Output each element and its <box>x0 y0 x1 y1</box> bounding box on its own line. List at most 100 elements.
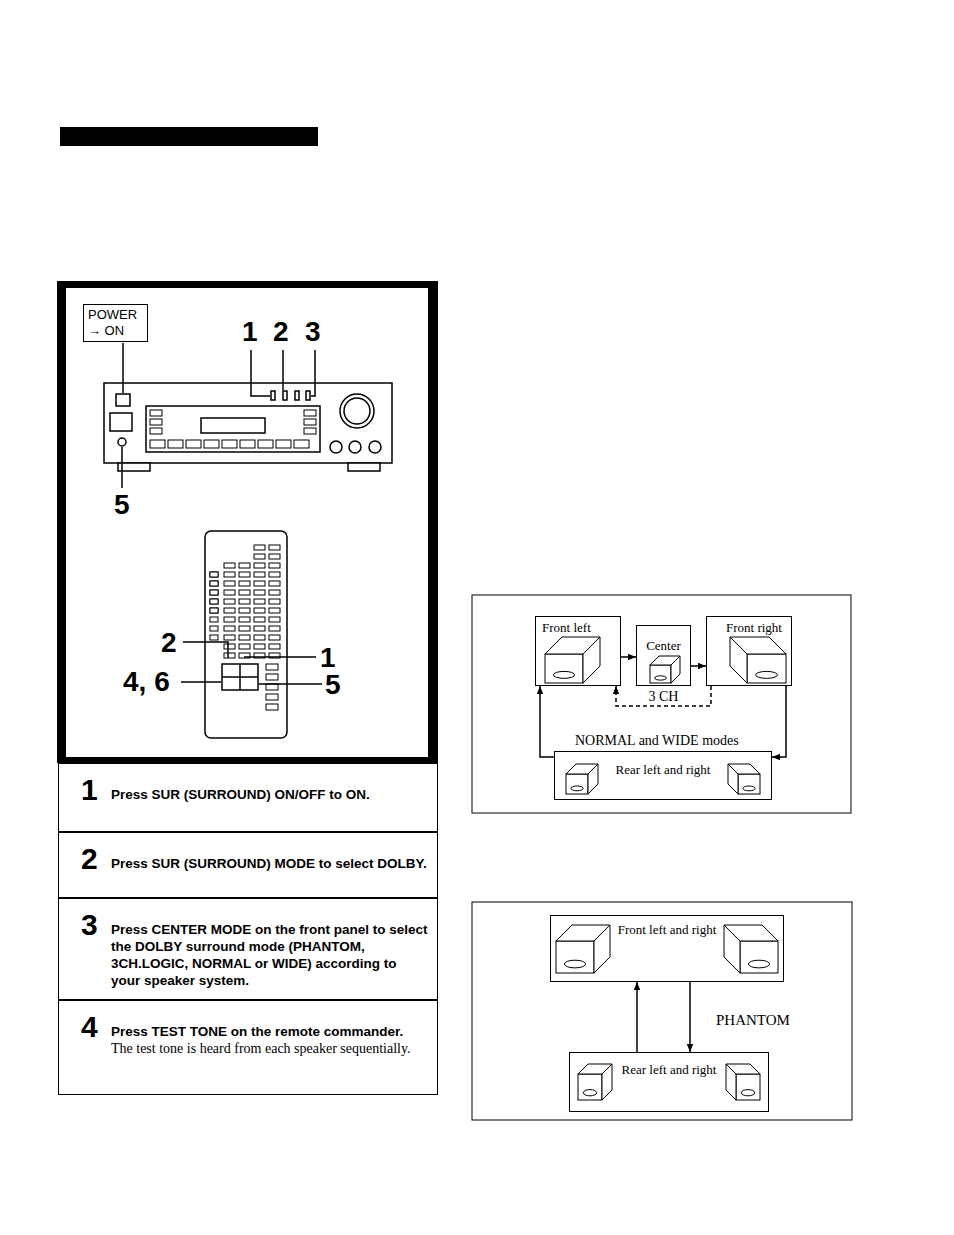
input-slot <box>110 413 132 431</box>
speaker-label: Front left and right <box>551 922 783 937</box>
leader-line <box>183 642 228 658</box>
callout-number: 3 <box>305 318 321 346</box>
remote-button <box>239 617 250 622</box>
speaker-symbol <box>650 656 680 683</box>
remote-button <box>224 599 235 604</box>
remote-button <box>254 545 265 550</box>
step-number: 4 <box>81 1012 98 1042</box>
leader-line <box>181 681 221 683</box>
callout-number: 5 <box>325 671 341 699</box>
remote-button <box>239 626 250 631</box>
remote-key-group <box>222 664 258 690</box>
panel-frame <box>57 281 438 763</box>
step-number: 2 <box>81 844 98 874</box>
remote-button <box>266 704 278 710</box>
remote-button <box>239 599 250 604</box>
title-bar <box>60 127 318 146</box>
button-callout: POWER → ON <box>83 304 148 342</box>
remote-button <box>210 590 218 595</box>
remote-button <box>254 635 265 640</box>
speaker-box: Front right <box>706 616 792 686</box>
remote-button <box>269 599 280 604</box>
remote-button <box>254 590 265 595</box>
diagram-frame <box>472 902 852 1120</box>
remote-button <box>269 608 280 613</box>
callout-number: 2 <box>161 629 177 657</box>
panel-button <box>150 410 162 416</box>
speaker-label: Front right <box>726 620 791 635</box>
signal-arrow <box>621 656 636 658</box>
signal-arrow <box>689 982 691 1052</box>
remote-button <box>239 563 250 568</box>
panel-button <box>304 428 316 434</box>
mode-button <box>271 391 275 400</box>
button-label: POWER → ON <box>88 307 143 339</box>
speaker-symbol <box>556 925 610 973</box>
speaker-icons <box>545 637 786 1100</box>
speaker-symbol <box>578 1064 612 1100</box>
remote-button <box>254 617 265 622</box>
volume-knob <box>344 398 370 424</box>
remote-button <box>254 599 265 604</box>
panel-button <box>186 440 201 448</box>
panel-button <box>222 440 237 448</box>
speaker-label: Rear left and right <box>555 762 771 777</box>
panel-button <box>150 419 162 425</box>
remote-button <box>269 626 280 631</box>
speaker-symbol <box>728 764 760 794</box>
panel-button <box>294 440 309 448</box>
remote-button <box>210 581 218 586</box>
speaker-symbol <box>545 637 600 683</box>
remote-button <box>266 664 278 670</box>
leader-line <box>259 683 322 685</box>
remote-button <box>210 581 218 586</box>
remote-button <box>224 563 235 568</box>
callout-number: 5 <box>114 491 130 519</box>
remote-button <box>254 608 265 613</box>
speaker-symbol <box>726 1064 760 1100</box>
remote-button <box>239 635 250 640</box>
remote-button <box>266 694 278 700</box>
remote-button <box>224 626 235 631</box>
remote-button <box>239 581 250 586</box>
remote-button <box>210 635 218 640</box>
panel-button <box>258 440 273 448</box>
panel-button <box>304 410 316 416</box>
speaker-label: Center <box>637 638 690 653</box>
speaker-box: Front left and right <box>550 915 784 982</box>
remote-button <box>269 635 280 640</box>
leader-line <box>244 656 316 658</box>
remote <box>205 531 287 738</box>
signal-arrow <box>772 686 786 757</box>
signal-arrow <box>616 686 711 706</box>
step-text: Press SUR (SURROUND) MODE to select DOLB… <box>111 855 429 872</box>
remote-button <box>269 563 280 568</box>
remote-button <box>224 590 235 595</box>
knob <box>330 441 342 453</box>
remote-button <box>239 608 250 613</box>
diagram-frame <box>472 595 851 813</box>
remote-button <box>254 581 265 586</box>
remote-button <box>210 599 218 604</box>
panel-button <box>240 440 255 448</box>
panel-button <box>304 419 316 425</box>
callout-number: 2 <box>273 318 289 346</box>
step-row: 1Press SUR (SURROUND) ON/OFF to ON. <box>58 763 438 832</box>
front-panel <box>146 406 320 452</box>
step-text: Press CENTER MODE on the front panel to … <box>111 921 429 989</box>
remote-button <box>210 617 218 622</box>
volume-knob <box>340 394 374 428</box>
panel-button <box>168 440 183 448</box>
leader-line <box>122 343 124 393</box>
receiver-foot <box>348 463 380 471</box>
step-row: 3Press CENTER MODE on the front panel to… <box>58 898 438 1000</box>
remote-button <box>254 554 265 559</box>
knob <box>369 441 381 453</box>
speaker-symbol <box>566 764 598 794</box>
remote-button <box>269 590 280 595</box>
remote-button <box>210 572 218 577</box>
remote-button <box>269 617 280 622</box>
remote-button <box>254 563 265 568</box>
leader-line <box>251 350 270 396</box>
